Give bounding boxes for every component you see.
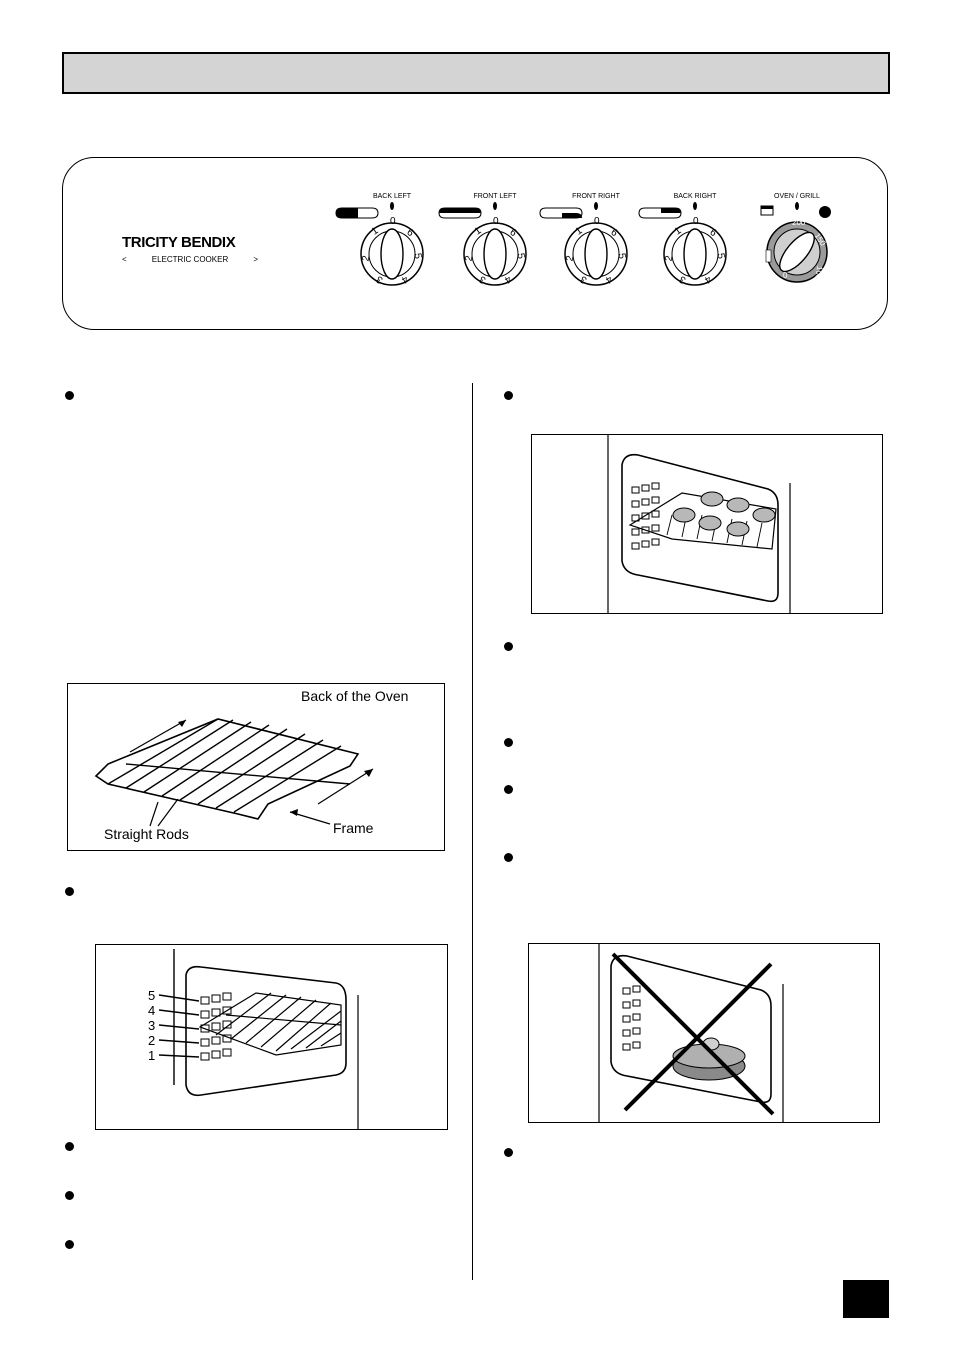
- bullet-point: [504, 1148, 513, 1157]
- svg-text:5: 5: [515, 252, 527, 260]
- runner-number-5: 5: [148, 988, 155, 1003]
- page-number-block: [843, 1280, 889, 1318]
- svg-text:5: 5: [616, 252, 628, 260]
- hob-knob-back-left: 0 1 2 3 4 5 6: [335, 202, 424, 286]
- knobs-illustration: 0 1 2 3 4 5 6 0 1 2 3 4 5 6 0 1 2 3 4 5 …: [335, 202, 831, 286]
- knob-label-back-left: BACK LEFT: [372, 193, 412, 200]
- bullet-point: [504, 391, 513, 400]
- runner-number-3: 3: [148, 1018, 155, 1033]
- shelf-drawing: [94, 718, 374, 827]
- shelf-figure: Back of the Oven Straight Rods Frame: [67, 683, 445, 851]
- knob-label-front-left: FRONT LEFT: [473, 193, 517, 200]
- svg-text:6: 6: [708, 227, 719, 239]
- svg-text:2: 2: [664, 254, 676, 262]
- cupcakes-drawing: [607, 435, 791, 613]
- hob-knob-front-right: 0 1 2 3 4 5 6: [539, 202, 628, 286]
- bullet-point: [65, 1142, 74, 1151]
- bullet-point: [504, 642, 513, 651]
- svg-text:1: 1: [473, 225, 484, 237]
- brand-logo: TRICITY BENDIX: [122, 234, 236, 251]
- svg-text:5: 5: [412, 252, 424, 260]
- bullet-point: [504, 785, 513, 794]
- svg-text:0: 0: [594, 216, 600, 227]
- right-chevron-icon: >: [253, 255, 258, 264]
- svg-text:3: 3: [677, 273, 688, 286]
- svg-text:6: 6: [609, 227, 620, 239]
- svg-text:6: 6: [405, 227, 416, 239]
- svg-text:3: 3: [374, 273, 385, 286]
- svg-text:0: 0: [390, 216, 396, 227]
- section-header-bar: [62, 52, 890, 94]
- bullet-point: [65, 391, 74, 400]
- svg-text:0: 0: [783, 271, 788, 280]
- svg-text:1: 1: [370, 225, 381, 237]
- control-panel: [62, 157, 888, 330]
- runner-number-4: 4: [148, 1003, 155, 1018]
- hob-knob-back-right: 0 1 2 3 4 5 6: [638, 202, 727, 286]
- casserole-warning-figure: [528, 943, 880, 1123]
- svg-text:1: 1: [574, 225, 585, 237]
- bullet-point: [65, 887, 74, 896]
- svg-text:2: 2: [565, 254, 577, 262]
- svg-text:5: 5: [715, 252, 727, 260]
- bullet-point: [504, 853, 513, 862]
- cupcakes-figure: [531, 434, 883, 614]
- hob-knob-front-left: 0 1 2 3 4 5 6: [438, 202, 527, 286]
- knob-label-oven-grill: OVEN / GRILL: [774, 193, 820, 200]
- knob-label-back-right: BACK RIGHT: [673, 193, 717, 200]
- runner-number-1: 1: [148, 1048, 155, 1063]
- svg-text:4: 4: [603, 273, 614, 286]
- runner-positions-figure: 5 4 3 2 1: [95, 944, 448, 1130]
- svg-text:4: 4: [399, 273, 410, 286]
- svg-text:6: 6: [508, 227, 519, 239]
- svg-text:2: 2: [361, 254, 373, 262]
- brand-subtitle: < ELECTRIC COOKER >: [122, 255, 258, 264]
- svg-text:4: 4: [702, 273, 713, 286]
- column-divider: [472, 383, 473, 1280]
- oven-mark-200: 200°: [792, 218, 809, 227]
- svg-text:100: 100: [813, 265, 824, 280]
- svg-text:2: 2: [464, 254, 476, 262]
- svg-text:0: 0: [493, 216, 499, 227]
- straight-rods-label: Straight Rods: [104, 826, 189, 842]
- svg-text:4: 4: [502, 273, 513, 286]
- svg-text:3: 3: [477, 273, 488, 286]
- bullet-point: [504, 738, 513, 747]
- runner-number-2: 2: [148, 1033, 155, 1048]
- brand-subtitle-text: ELECTRIC COOKER: [151, 255, 229, 264]
- svg-text:0: 0: [693, 216, 699, 227]
- casserole-warning-drawing: [598, 944, 784, 1122]
- left-chevron-icon: <: [122, 255, 127, 264]
- back-of-oven-label: Back of the Oven: [301, 688, 409, 704]
- oven-grill-knob: 200° 150 100 0: [760, 202, 831, 283]
- svg-text:1: 1: [673, 225, 684, 237]
- knob-label-front-right: FRONT RIGHT: [572, 193, 620, 200]
- bullet-point: [65, 1240, 74, 1249]
- runner-positions-drawing: 5 4 3 2 1: [148, 949, 359, 1129]
- frame-label: Frame: [333, 820, 374, 836]
- bullet-point: [65, 1191, 74, 1200]
- svg-text:3: 3: [578, 273, 589, 286]
